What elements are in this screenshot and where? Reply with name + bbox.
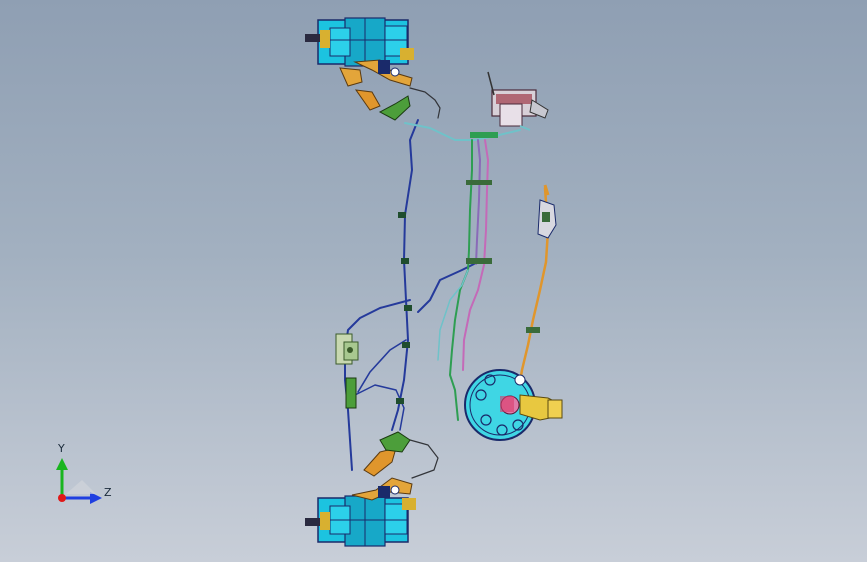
sensor-wire-top: [409, 87, 441, 119]
z-axis-arrowhead: [90, 492, 102, 504]
brake-line-cyan-2: [437, 269, 469, 361]
parking-brake-lever[interactable]: [537, 184, 557, 239]
brake-line-pink-1: [462, 139, 489, 371]
brake-line-green: [449, 139, 473, 421]
line-clips: [396, 180, 540, 404]
abs-modulator-unit[interactable]: [470, 71, 549, 138]
brake-line-center: [391, 119, 419, 431]
brake-line-left-3: [357, 339, 407, 393]
brake-booster[interactable]: [464, 369, 563, 441]
rear-valve-bracket[interactable]: [335, 333, 359, 409]
y-axis-arrowhead: [56, 458, 68, 470]
x-axis-origin: [58, 494, 66, 502]
brake-line-front-cyan: [404, 122, 521, 141]
triad-plane-shading: [66, 480, 96, 494]
z-axis-label: Z: [104, 486, 112, 499]
brake-line-pink-2: [475, 139, 481, 265]
orientation-triad: Y Z: [40, 440, 130, 510]
brake-line-left-4: [354, 384, 405, 431]
y-axis-label: Y: [58, 442, 65, 455]
brake-line-left-2: [417, 263, 475, 313]
front-top-brake-assembly[interactable]: [305, 17, 414, 121]
sensor-wire-bottom: [409, 439, 439, 479]
triad-graphic: [56, 458, 102, 504]
front-bottom-brake-assembly[interactable]: [305, 431, 416, 547]
